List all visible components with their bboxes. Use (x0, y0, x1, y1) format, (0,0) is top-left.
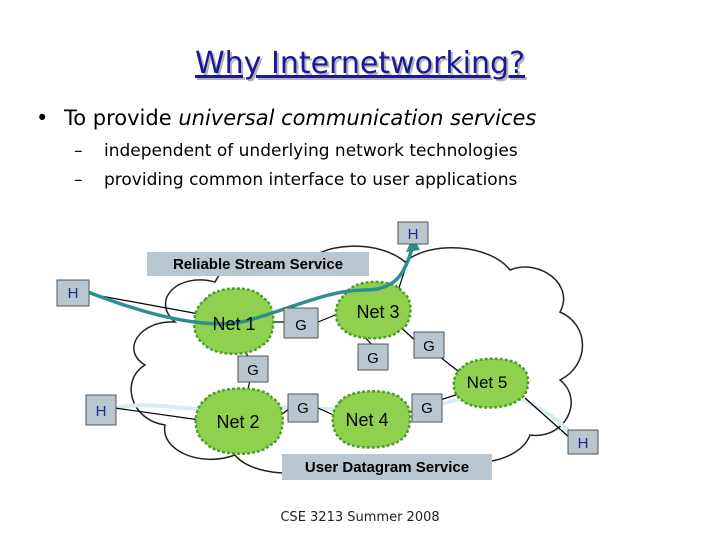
gateway-label: G (367, 350, 379, 367)
subbullet-2: –providing common interface to user appl… (74, 170, 518, 190)
gateway-5: G (287, 393, 319, 423)
bullet-dot: • (36, 106, 49, 130)
host-label: H (68, 285, 79, 302)
host-label: H (96, 403, 107, 420)
host-top: H (397, 221, 429, 245)
main-bullet: • To provide universal communication serv… (36, 106, 536, 130)
stream-label-text: Reliable Stream Service (173, 256, 343, 273)
datagram-label-text: User Datagram Service (305, 459, 469, 476)
net-3 (334, 280, 412, 340)
page-title: Why Internetworking? (195, 46, 525, 81)
net-1-label: Net 1 (212, 314, 255, 334)
gateway-label: G (423, 338, 435, 355)
net-2 (194, 387, 284, 456)
gateway-label: G (421, 400, 433, 417)
bullet-emphasis: universal communication services (178, 106, 537, 130)
host-right: H (567, 429, 599, 455)
subbullet-1: –independent of underlying network techn… (74, 141, 518, 161)
subbullet-text: providing common interface to user appli… (104, 170, 518, 190)
bullet-prefix: To provide (64, 106, 179, 130)
gateway-4: G (413, 331, 445, 359)
gateway-2: G (237, 355, 269, 383)
gateway-label: G (297, 400, 309, 417)
reliable-stream-label: Reliable Stream Service (147, 252, 369, 276)
host-left-bottom: H (85, 394, 117, 426)
net-5 (452, 357, 530, 409)
net-1 (193, 287, 275, 356)
gateway-6: G (411, 393, 443, 423)
gateway-1: G (283, 307, 319, 339)
net-3-label: Net 3 (356, 302, 399, 322)
net-4 (331, 390, 412, 449)
host-left-top: H (56, 279, 90, 307)
gateway-label: G (295, 317, 307, 334)
gateway-label: G (247, 362, 259, 379)
host-label: H (408, 226, 419, 243)
user-datagram-label: User Datagram Service (282, 454, 492, 480)
footer-text: CSE 3213 Summer 2008 (280, 510, 440, 525)
gateway-3: G (357, 343, 389, 371)
host-label: H (578, 435, 589, 452)
net-5-label: Net 5 (467, 373, 508, 392)
net-4-label: Net 4 (345, 410, 388, 430)
net-2-label: Net 2 (216, 412, 259, 432)
subbullet-text: independent of underlying network techno… (104, 141, 518, 161)
